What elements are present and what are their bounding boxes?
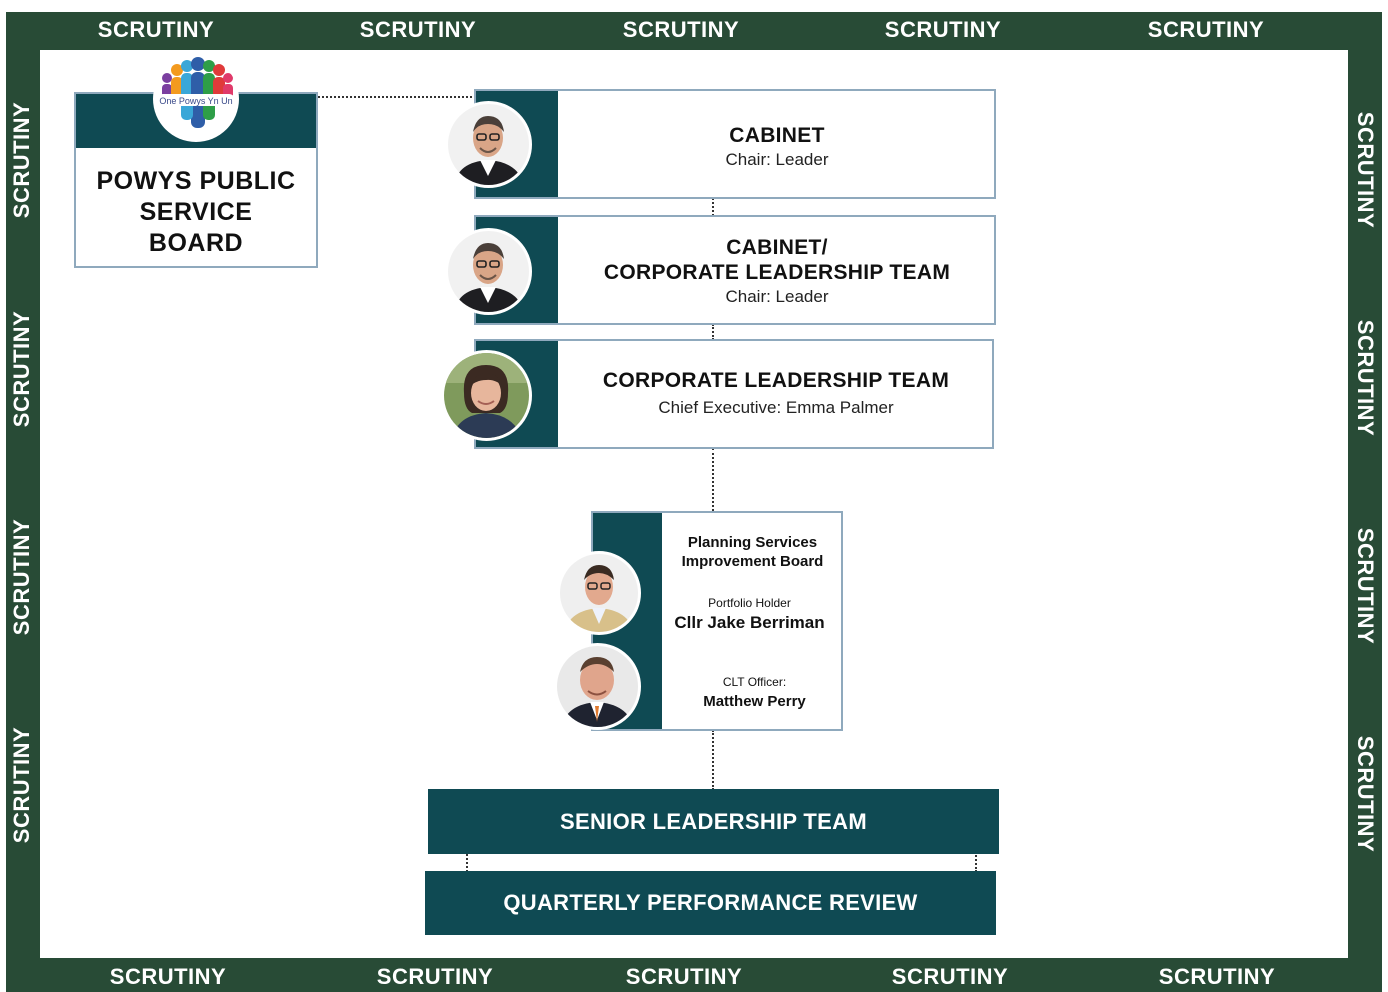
- portfolio-holder: Portfolio Holder Cllr Jake Berriman: [658, 595, 841, 635]
- psb-title-line: POWYS PUBLIC: [96, 167, 296, 195]
- psb-title: POWYS PUBLIC SERVICE BOARD: [76, 166, 316, 259]
- portfolio-holder-name: Cllr Jake Berriman: [674, 613, 825, 632]
- clt-officer-name: Matthew Perry: [703, 693, 806, 710]
- chief-executive-photo: [441, 350, 532, 441]
- person-photo-icon: [560, 554, 638, 632]
- planning-title-line: Improvement Board: [681, 553, 824, 570]
- scrutiny-label-top: SCRUTINY: [622, 17, 740, 42]
- portfolio-holder-label: Portfolio Holder: [708, 596, 791, 610]
- person-photo-icon: [448, 231, 529, 312]
- scrutiny-label-right: SCRUTINY: [1353, 111, 1378, 229]
- logo-text: One Powys Yn Un: [159, 96, 233, 106]
- person-photo-icon: [557, 646, 638, 727]
- public-service-board-card: POWYS PUBLIC SERVICE BOARD: [74, 92, 318, 268]
- clt-title: CORPORATE LEADERSHIP TEAM: [602, 369, 950, 392]
- connector: [466, 854, 468, 872]
- person-photo-icon: [444, 353, 529, 438]
- cabinet-clt-card: CABINET/ CORPORATE LEADERSHIP TEAM Chair…: [474, 215, 996, 325]
- quarterly-performance-review-bar: QUARTERLY PERFORMANCE REVIEW: [425, 871, 996, 935]
- cabinet-card: CABINET Chair: Leader: [474, 89, 996, 199]
- connector: [712, 198, 714, 216]
- connector: [712, 730, 714, 790]
- clt-text: CORPORATE LEADERSHIP TEAM Chief Executiv…: [560, 368, 992, 420]
- cabinet-clt-title-line: CORPORATE LEADERSHIP TEAM: [603, 261, 951, 284]
- psb-title-line: SERVICE: [139, 198, 253, 226]
- scrutiny-label-bottom: SCRUTINY: [625, 964, 743, 989]
- leader-photo: [445, 101, 532, 188]
- planning-board-title: Planning Services Improvement Board: [664, 533, 841, 571]
- portfolio-holder-photo: [557, 551, 641, 635]
- clt-officer-label: CLT Officer:: [722, 675, 787, 689]
- cabinet-clt-chair: Chair: Leader: [725, 287, 829, 306]
- scrutiny-label-left: SCRUTINY: [9, 726, 34, 844]
- connector-psb-cabinet: [318, 96, 476, 98]
- clt-officer: CLT Officer: Matthew Perry: [668, 674, 841, 714]
- scrutiny-label-right: SCRUTINY: [1353, 735, 1378, 853]
- connector: [975, 852, 977, 872]
- scrutiny-label-bottom: SCRUTINY: [376, 964, 494, 989]
- leader-photo: [445, 228, 532, 315]
- cabinet-clt-text: CABINET/ CORPORATE LEADERSHIP TEAM Chair…: [560, 235, 994, 309]
- clt-officer-photo: [554, 643, 641, 730]
- scrutiny-label-right: SCRUTINY: [1353, 319, 1378, 437]
- cabinet-clt-title-line: CABINET/: [726, 236, 828, 259]
- scrutiny-label-top: SCRUTINY: [1147, 17, 1265, 42]
- cabinet-chair: Chair: Leader: [725, 150, 829, 169]
- scrutiny-label-top: SCRUTINY: [97, 17, 215, 42]
- scrutiny-label-right: SCRUTINY: [1353, 527, 1378, 645]
- scrutiny-label-left: SCRUTINY: [9, 101, 34, 219]
- planning-title-line: Planning Services: [687, 534, 818, 551]
- one-powys-logo: One Powys Yn Un: [153, 56, 239, 142]
- clt-chief-executive: Chief Executive: Emma Palmer: [658, 398, 894, 417]
- scrutiny-label-top: SCRUTINY: [359, 17, 477, 42]
- person-photo-icon: [448, 104, 529, 185]
- logo-people-icon: [157, 57, 235, 128]
- connector: [712, 448, 714, 511]
- scrutiny-label-left: SCRUTINY: [9, 518, 34, 636]
- scrutiny-label-bottom: SCRUTINY: [1158, 964, 1276, 989]
- clt-card: CORPORATE LEADERSHIP TEAM Chief Executiv…: [474, 339, 994, 449]
- scrutiny-label-bottom: SCRUTINY: [891, 964, 1009, 989]
- senior-leadership-team-bar: SENIOR LEADERSHIP TEAM: [428, 789, 999, 854]
- psb-title-line: BOARD: [148, 229, 244, 257]
- scrutiny-label-left: SCRUTINY: [9, 310, 34, 428]
- scrutiny-label-top: SCRUTINY: [884, 17, 1002, 42]
- connector: [712, 324, 714, 340]
- cabinet-title: CABINET: [729, 124, 825, 147]
- scrutiny-label-bottom: SCRUTINY: [109, 964, 227, 989]
- cabinet-text: CABINET Chair: Leader: [560, 123, 994, 172]
